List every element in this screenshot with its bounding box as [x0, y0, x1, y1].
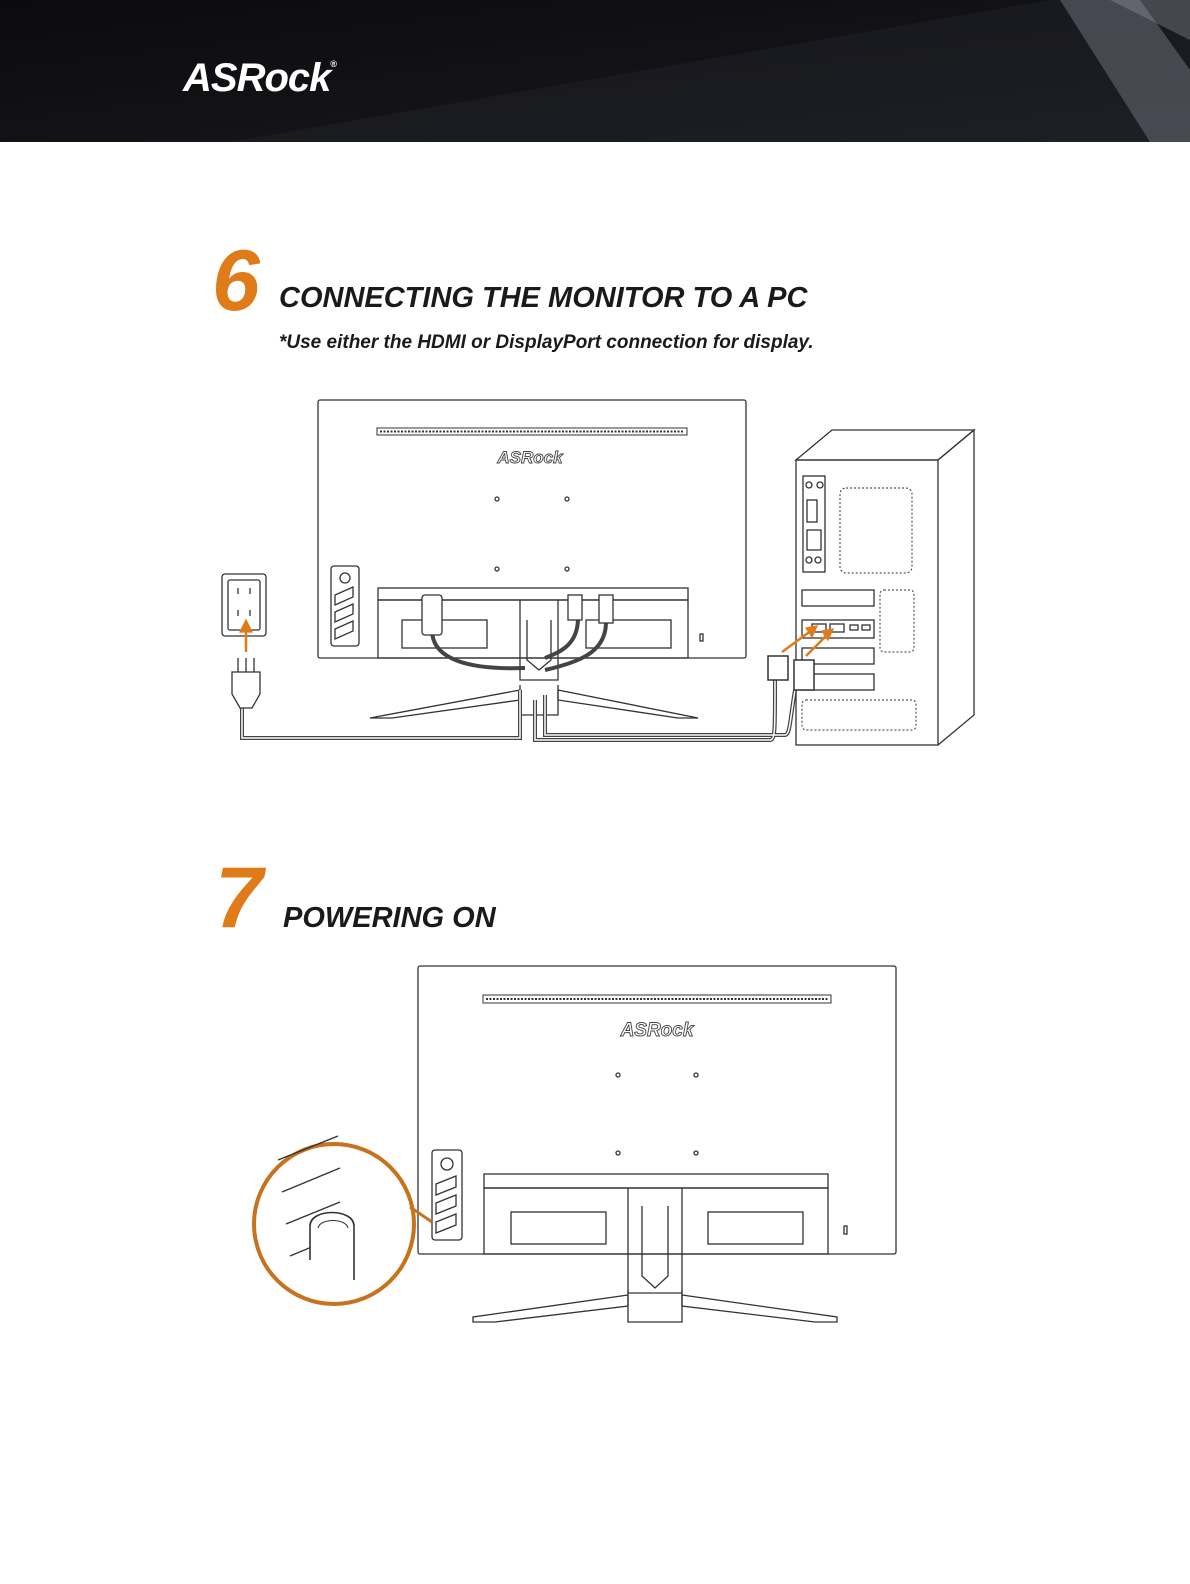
- header-background: [0, 0, 1190, 142]
- cables: [242, 618, 795, 740]
- step-6-note: *Use either the HDMI or DisplayPort conn…: [279, 333, 814, 352]
- finger-press-icon: [254, 1136, 432, 1304]
- brand-logo: ASRock®: [183, 58, 336, 98]
- power-plug-icon: [422, 595, 442, 635]
- step-7-title: POWERING ON: [283, 904, 496, 933]
- monitor-back-illustration: ASRock: [418, 966, 896, 1322]
- step-6-title: CONNECTING THE MONITOR TO A PC: [279, 284, 807, 313]
- displayport-connector-icon: [599, 595, 613, 623]
- pc-tower-illustration: [796, 430, 974, 745]
- step-7-number: 7: [215, 855, 263, 941]
- monitor-logo: ASRock: [496, 448, 564, 467]
- hdmi-connector-icon: [568, 595, 582, 620]
- step-6-number: 6: [212, 238, 260, 324]
- page-header: ASRock®: [0, 0, 1190, 142]
- monitor-logo-2: ASRock: [620, 1020, 695, 1041]
- wall-plug: [232, 658, 260, 708]
- registered-mark: ®: [330, 59, 336, 69]
- connection-diagram: ASRock: [200, 390, 1000, 760]
- power-on-diagram: ASRock: [250, 960, 910, 1340]
- monitor-back-illustration: ASRock: [318, 400, 746, 718]
- brand-logo-text: ASRock: [183, 56, 330, 100]
